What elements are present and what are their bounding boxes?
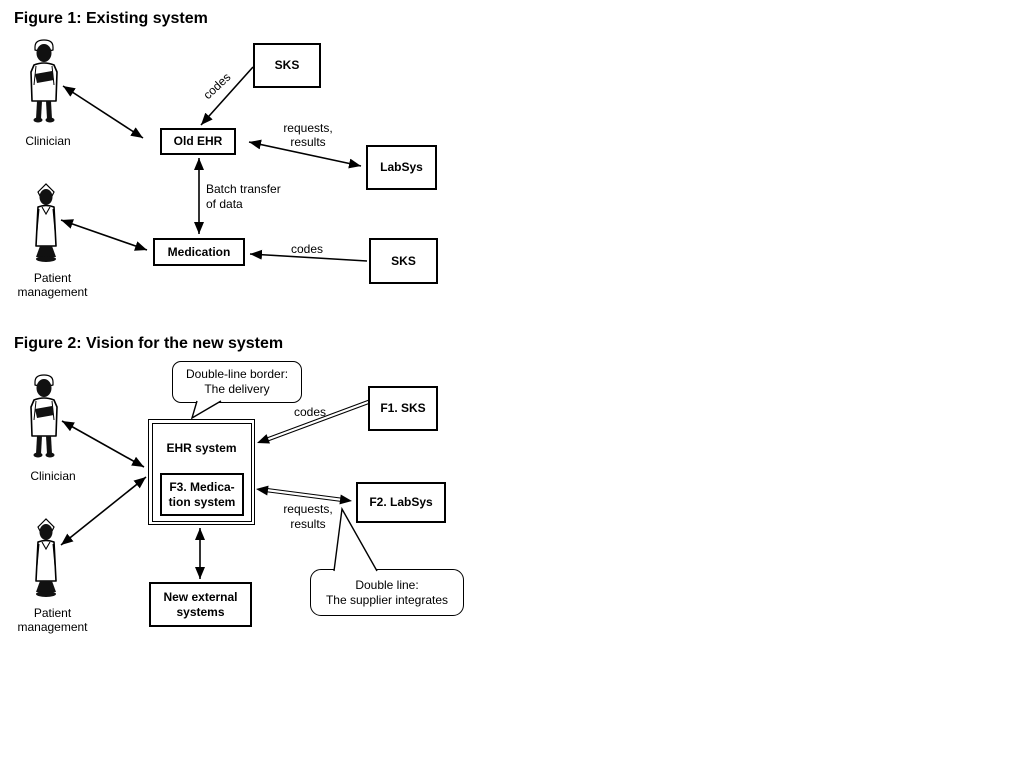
node-old-ehr-label: Old EHR — [173, 134, 223, 148]
node-f3-medication-system: F3. Medica- tion system — [160, 473, 244, 516]
patient2-label: Patient management — [5, 606, 100, 634]
node-new-external-line2: systems — [176, 604, 225, 619]
node-new-external-systems: New external systems — [149, 582, 252, 627]
node-sks-top-label: SKS — [274, 58, 300, 72]
callout-delivery-line2: The delivery — [204, 382, 270, 396]
edge-label-codes2: codes — [293, 405, 327, 419]
edge-label-codes-bottom: codes — [290, 242, 324, 256]
callout-supplier-line1: Double line: — [355, 577, 419, 592]
arrow-clinician2-ehr — [61, 420, 145, 468]
double-arrow-f1sks-ehr-codes — [257, 398, 372, 444]
node-sks-bottom: SKS — [369, 238, 438, 284]
clinician-icon — [30, 374, 58, 458]
clinician2-label: Clinician — [30, 469, 76, 483]
node-f1-sks: F1. SKS — [368, 386, 438, 431]
clinician1-label: Clinician — [25, 134, 71, 148]
edge-label-requests1-line2: results — [290, 135, 326, 149]
node-sks-top: SKS — [253, 43, 321, 88]
callout-supplier: Double line: The supplier integrates — [310, 569, 464, 616]
callout-delivery: Double-line border: The delivery — [172, 361, 302, 403]
figure2-title: Figure 2: Vision for the new system — [14, 335, 284, 352]
edge-label-requests2-line1: requests, — [283, 502, 333, 516]
edge-label-batch-line1: Batch transfer — [206, 182, 281, 196]
patient1-label-line1: Patient — [33, 271, 72, 285]
edge-label-batch-transfer: Batch transfer of data — [206, 182, 281, 212]
node-ehr-system-label: EHR system — [166, 441, 237, 455]
patient1-label: Patient management — [5, 271, 100, 299]
node-f3-label-line2: tion system — [168, 494, 236, 509]
edge-label-requests1-line1: requests, — [283, 121, 333, 135]
node-ehr-system: EHR system F3. Medica- tion system — [148, 419, 255, 525]
node-f1-sks-label: F1. SKS — [380, 401, 426, 415]
arrow-clinician1-oldehr — [62, 85, 144, 139]
node-old-ehr: Old EHR — [160, 128, 236, 155]
arrow-oldehr-labsys — [248, 139, 362, 169]
ehr-system-inner-frame — [151, 422, 252, 522]
patient2-label-line1: Patient — [33, 606, 72, 620]
figure1-title: Figure 1: Existing system — [14, 10, 208, 27]
patient-management-icon — [35, 183, 57, 262]
node-f3-label-line1: F3. Medica- — [169, 479, 235, 494]
node-new-external-line1: New external — [163, 589, 238, 604]
patient1-label-line2: management — [17, 285, 88, 299]
double-arrow-ehr-f2labsys-requests — [256, 485, 352, 505]
node-sks-bottom-label: SKS — [391, 253, 416, 268]
callout-delivery-line1: Double-line border: — [185, 367, 289, 381]
edge-label-requests2: requests, results — [272, 502, 344, 532]
arrow-sks1-oldehr-codes — [200, 66, 254, 126]
patient-management-icon — [35, 518, 57, 597]
arrow-patient1-medication — [60, 219, 148, 251]
edge-label-requests2-line2: results — [290, 517, 326, 531]
clinician-icon — [30, 39, 58, 123]
node-f2-labsys: F2. LabSys — [356, 482, 446, 523]
node-medication-label: Medication — [167, 244, 231, 259]
edge-label-requests1: requests, results — [272, 121, 344, 149]
node-labsys-label: LabSys — [380, 160, 423, 174]
arrow-sks2-medication-codes — [249, 249, 368, 262]
edge-label-batch-line2: of data — [206, 197, 243, 211]
node-labsys: LabSys — [366, 145, 437, 190]
callout-supplier-line2: The supplier integrates — [325, 592, 449, 607]
arrow-patient2-ehr — [60, 476, 147, 546]
patient2-label-line2: management — [17, 620, 88, 634]
node-f2-labsys-label: F2. LabSys — [369, 495, 433, 509]
node-medication: Medication — [153, 238, 245, 266]
